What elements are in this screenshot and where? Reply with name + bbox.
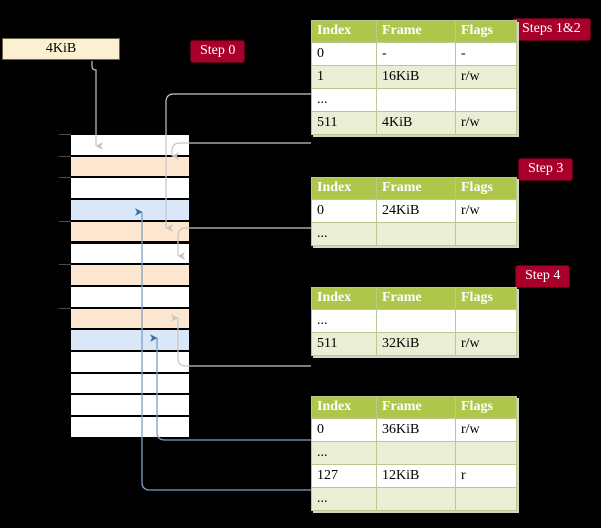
badge-step-3: Step 3: [518, 158, 574, 181]
column-header-frame: Frame: [376, 287, 456, 310]
table-cell: r/w: [455, 65, 517, 89]
table-row: ...: [311, 309, 517, 333]
memory-frame-row: [70, 329, 190, 351]
badge-steps-1-and-2: Steps 1&2: [512, 18, 591, 41]
table-row: ...: [311, 487, 517, 511]
table-cell: -: [455, 42, 517, 66]
table-cell: [455, 222, 517, 246]
badge-step-4: Step 4: [515, 265, 571, 288]
table-cell: [455, 487, 517, 511]
table-cell: ...: [311, 487, 377, 511]
source-frame-box: 4KiB: [2, 38, 120, 60]
memory-row-tick: [59, 177, 71, 179]
physical-memory-column: [59, 134, 190, 438]
memory-row-tick: [59, 155, 71, 157]
memory-row-tick: [59, 220, 71, 222]
table-row: 0--: [311, 42, 517, 66]
table-cell: 32KiB: [376, 332, 456, 356]
table-cell: 511: [311, 332, 377, 356]
memory-frame-row: [70, 351, 190, 373]
table-cell: [376, 309, 456, 333]
table-row: ...: [311, 441, 517, 465]
column-header-frame: Frame: [376, 396, 456, 419]
wire-table3-511-to-memory: [170, 314, 311, 367]
memory-row-tick: [59, 307, 71, 309]
table-cell: 0: [311, 418, 377, 442]
memory-frame-row: [59, 264, 190, 286]
table-cell: ...: [311, 88, 377, 112]
table-cell: 0: [311, 42, 377, 66]
table-cell: r/w: [455, 199, 517, 223]
table-cell: [455, 441, 517, 465]
memory-frame-row: [70, 394, 190, 417]
memory-frame-row: [70, 242, 190, 265]
table-cell: [455, 309, 517, 333]
column-header-flags: Flags: [455, 396, 517, 419]
table-cell: r/w: [455, 111, 517, 135]
memory-frame-row: [59, 134, 190, 156]
table-cell: ...: [311, 222, 377, 246]
column-header-flags: Flags: [455, 177, 517, 200]
memory-row-tick: [59, 264, 71, 266]
table-cell: ...: [311, 441, 377, 465]
table-cell: ...: [311, 309, 377, 333]
column-header-frame: Frame: [376, 177, 456, 200]
memory-frame-row: [59, 307, 190, 330]
table-row: ...: [311, 222, 517, 246]
table-cell: 36KiB: [376, 418, 456, 442]
table-cell: 16KiB: [376, 65, 456, 89]
memory-frame-row: [59, 155, 190, 178]
table-cell: r/w: [455, 418, 517, 442]
column-header-index: Index: [311, 20, 377, 43]
memory-frame-row: [59, 177, 190, 200]
table-cell: 24KiB: [376, 199, 456, 223]
table-cell: r: [455, 464, 517, 488]
memory-frame-row: [70, 416, 190, 438]
source-frame-label: 4KiB: [45, 41, 77, 56]
table-cell: 4KiB: [376, 111, 456, 135]
column-header-frame: Frame: [376, 20, 456, 43]
table-cell: [376, 88, 456, 112]
column-header-flags: Flags: [455, 287, 517, 310]
memory-frame-row: [70, 285, 190, 308]
column-header-index: Index: [311, 287, 377, 310]
table-cell: [455, 88, 517, 112]
table-cell: 0: [311, 199, 377, 223]
badge-step-0: Step 0: [190, 40, 246, 63]
memory-frame-row: [70, 199, 190, 221]
memory-frame-row: [59, 220, 190, 243]
table-cell: [376, 441, 456, 465]
wire-table1-511-to-memory-a: [171, 142, 311, 152]
table-cell: 127: [311, 464, 377, 488]
table-cell: [376, 222, 456, 246]
table-cell: 12KiB: [376, 464, 456, 488]
table-cell: [376, 487, 456, 511]
table-cell: 1: [311, 65, 377, 89]
memory-row-tick: [59, 134, 71, 135]
wire-table2-0-to-memory: [177, 227, 311, 260]
column-header-index: Index: [311, 177, 377, 200]
table-cell: 511: [311, 111, 377, 135]
memory-frame-row: [70, 372, 190, 395]
column-header-flags: Flags: [455, 20, 517, 43]
column-header-index: Index: [311, 396, 377, 419]
table-cell: r/w: [455, 332, 517, 356]
table-row: ...: [311, 88, 517, 112]
table-cell: -: [376, 42, 456, 66]
